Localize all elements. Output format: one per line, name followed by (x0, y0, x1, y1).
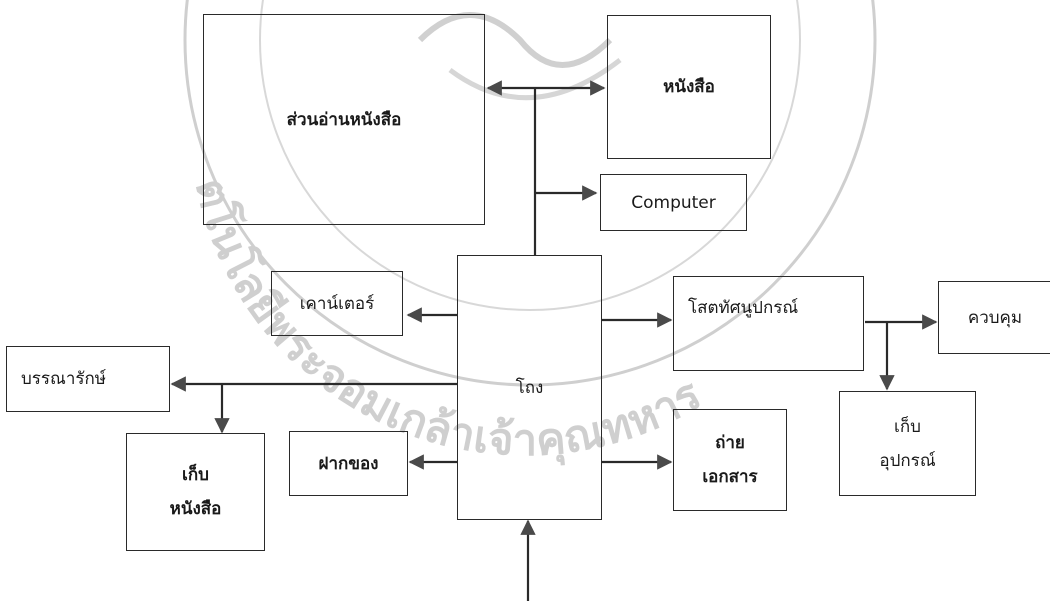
node-counter: เคาน์เตอร์ (271, 271, 403, 336)
node-copy: ถ่าย เอกสาร (673, 409, 787, 511)
node-book-store: เก็บ หนังสือ (126, 433, 265, 551)
node-periodical: บรรณารักษ์ (6, 346, 170, 412)
node-books: หนังสือ (607, 15, 771, 159)
node-deposit: ฝากของ (289, 431, 408, 496)
node-av: โสตทัศนูปกรณ์ (673, 276, 864, 371)
node-computer: Computer (600, 174, 747, 231)
node-control: ควบคุม (938, 281, 1050, 354)
node-hall: โถง (457, 255, 602, 520)
node-reading-area: ส่วนอ่านหนังสือ (203, 14, 485, 225)
node-equipment-store: เก็บ อุปกรณ์ (839, 391, 976, 496)
